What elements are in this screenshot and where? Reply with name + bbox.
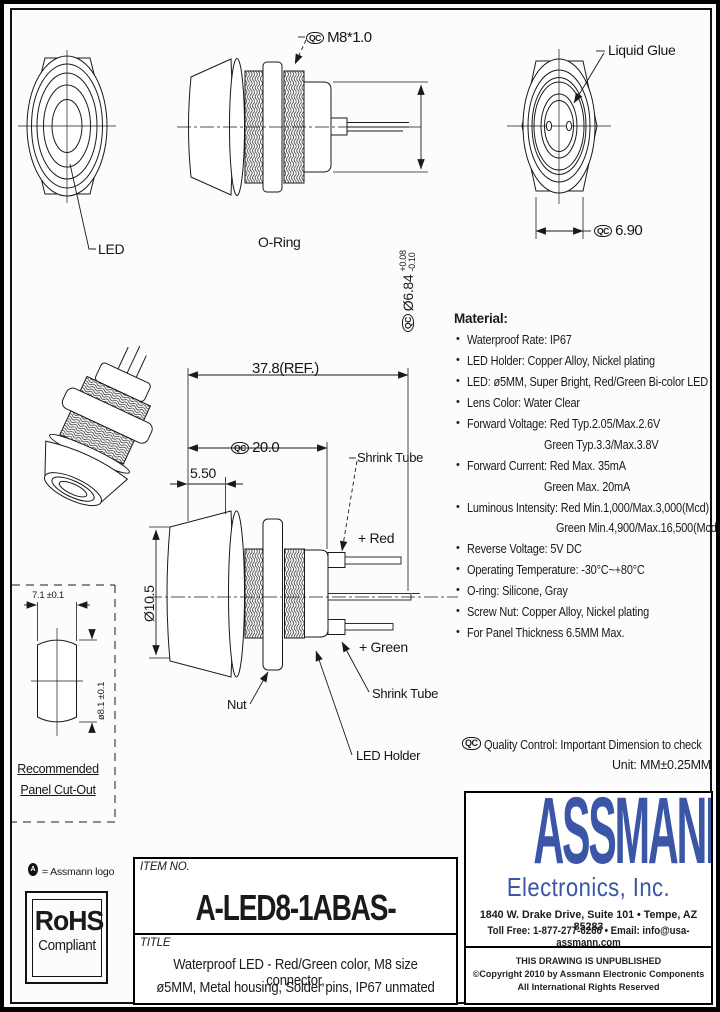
- material-item: •Reverse Voltage: 5V DC: [456, 541, 582, 557]
- qc-symbol: QC: [462, 737, 481, 750]
- material-item: •Forward Voltage: Red Typ.2.05/Max.2.6V: [456, 415, 661, 431]
- item-no-box: ITEM NO. A-LED8-1ABAS-MR7-1-R: [133, 857, 458, 970]
- material-item: •O-ring: Silicone, Gray: [456, 583, 568, 599]
- company-logo-text: ASSMANN: [533, 791, 711, 884]
- rear-view: [507, 49, 611, 239]
- thread-spec-callout: QC M8*1.0: [306, 29, 372, 46]
- qc-symbol: QC: [401, 314, 414, 332]
- material-item: •Lens Color: Water Clear: [456, 394, 580, 410]
- front-view: [18, 50, 116, 250]
- title-label: TITLE: [140, 937, 171, 949]
- material-item: •Luminous Intensity: Red Min.1,000/Max.3…: [456, 499, 710, 515]
- qc-symbol: QC: [231, 442, 249, 454]
- material-item: •LED Holder: Copper Alloy, Nickel platin…: [456, 352, 655, 368]
- bullet-icon: •: [456, 333, 460, 345]
- led-label: LED: [98, 241, 125, 257]
- head-dia-value: Ø10.5: [141, 585, 157, 622]
- rohs-label: RoHS: [34, 904, 104, 936]
- shrink-tube-bottom-label: Shrink Tube: [372, 686, 439, 701]
- title-line-1: Waterproof LED - Red/Green color, M8 siz…: [173, 957, 418, 989]
- cross-section-view: [148, 368, 458, 756]
- unit-note: Unit: MM±0.25MM: [611, 758, 711, 772]
- iso-view: [44, 345, 153, 507]
- qc-note-text: Quality Control: Important Dimension to …: [483, 737, 702, 752]
- bullet-icon: •: [456, 584, 460, 597]
- rohs-sublabel: Compliant: [37, 936, 96, 954]
- cutout-width-dim: 7.1 ±0.1: [32, 590, 64, 601]
- led-holder-label: LED Holder: [356, 748, 421, 763]
- copyright-box: THIS DRAWING IS UNPUBLISHED ©Copyright 2…: [464, 948, 713, 1005]
- bullet-icon: •: [456, 542, 460, 555]
- qc-note: QC Quality Control: Important Dimension …: [462, 737, 720, 752]
- panel-cutout-view: [12, 584, 116, 823]
- side-view: [177, 36, 428, 196]
- material-item: •Screw Nut: Copper Alloy, Nickel plating: [456, 604, 650, 620]
- thread-length-value: 20.0: [252, 439, 280, 456]
- bullet-icon: •: [456, 605, 460, 618]
- bullet-icon: •: [456, 626, 460, 639]
- head-dia-dim: Ø10.5: [141, 585, 157, 622]
- cutout-caption-line2: Panel Cut-Out: [20, 783, 96, 797]
- bullet-icon: •: [456, 500, 460, 513]
- rear-hex-dim: QC 6.90: [594, 222, 643, 239]
- company-box: ASSMANN Electronics, Inc. 1840 W. Drake …: [464, 791, 713, 948]
- title-line-2: ø5MM, Metal housing, Solder pins, IP67 u…: [156, 980, 435, 996]
- material-item: •For Panel Thickness 6.5MM Max.: [456, 625, 625, 641]
- bullet-icon: •: [456, 395, 460, 408]
- material-item: •Operating Temperature: -30°C~+80°C: [456, 562, 645, 578]
- material-item: Green Min.4,900/Max.16,500(Mcd): [556, 520, 720, 536]
- title-box: TITLE Waterproof LED - Red/Green color, …: [133, 933, 458, 1005]
- material-item: Green Max. 20mA: [544, 478, 631, 494]
- material-item: •Waterproof Rate: IP67: [456, 332, 572, 347]
- green-pin-label: + Green: [359, 639, 408, 655]
- shrink-tube-top-label: Shrink Tube: [357, 450, 424, 465]
- barrel-dia-value: Ø6.84: [399, 274, 416, 312]
- bullet-icon: •: [456, 416, 460, 429]
- qc-symbol: QC: [594, 225, 612, 237]
- barrel-tol-minus: -0.10: [406, 252, 417, 272]
- barrel-dia-dim: QC Ø6.84 +0.08 -0.10: [398, 250, 417, 332]
- rohs-badge-inner: RoHS Compliant: [31, 898, 104, 977]
- o-ring-label: O-Ring: [258, 234, 301, 250]
- qc-symbol: QC: [306, 32, 324, 44]
- copyright-line-1: THIS DRAWING IS UNPUBLISHED: [515, 956, 662, 967]
- material-list: Material: •Waterproof Rate: IP67 •LED Ho…: [454, 311, 720, 645]
- item-no-label: ITEM NO.: [140, 861, 190, 873]
- material-item: •LED: ø5MM, Super Bright, Red/Green Bi-c…: [456, 373, 708, 389]
- red-pin-label: + Red: [358, 530, 395, 546]
- barrel-tolerance: +0.08 -0.10: [398, 250, 417, 272]
- thread-spec-label: M8*1.0: [327, 29, 372, 46]
- bullet-icon: •: [456, 374, 460, 387]
- nut-label: Nut: [227, 697, 247, 712]
- overall-length-dim: 37.8(REF.): [252, 360, 319, 377]
- cutout-caption-line1: Recommended: [17, 762, 99, 776]
- bullet-icon: •: [456, 458, 460, 471]
- head-length-dim: 5.50: [190, 465, 217, 481]
- bullet-icon: •: [456, 563, 460, 576]
- company-subname: Electronics, Inc.: [506, 872, 671, 902]
- material-item: •Forward Current: Red Max. 35mA: [456, 457, 626, 473]
- material-item: Green Typ.3.3/Max.3.8V: [544, 436, 659, 452]
- copyright-line-3: All International Rights Reserved: [517, 982, 660, 993]
- material-heading: Material:: [454, 311, 508, 326]
- logo-note: = Assmann logo: [42, 866, 115, 878]
- minus-pin-label: –: [412, 584, 420, 600]
- rear-hex-dim-value: 6.90: [615, 222, 643, 239]
- rohs-badge: RoHS Compliant: [25, 891, 108, 984]
- assmann-logo-icon: A: [28, 863, 38, 876]
- cutout-dia-value: ø8.1 ±0.1: [96, 681, 107, 720]
- company-contact: Toll Free: 1-877-277-6266 • Email: info@…: [487, 925, 690, 948]
- thread-length-dim: QC 20.0: [231, 439, 280, 456]
- cutout-dia-dim: ø8.1 ±0.1: [96, 682, 107, 720]
- liquid-glue-label: Liquid Glue: [608, 42, 676, 58]
- bullet-icon: •: [456, 353, 460, 366]
- company-address: 1840 W. Drake Drive, Suite 101 • Tempe, …: [479, 909, 698, 933]
- copyright-line-2: ©Copyright 2010 by Assmann Electronic Co…: [472, 969, 705, 980]
